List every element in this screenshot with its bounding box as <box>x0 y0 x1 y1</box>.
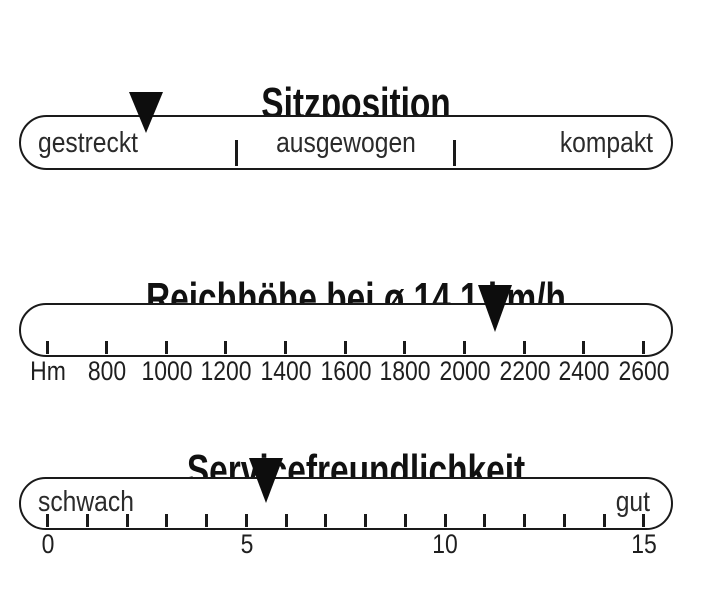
scale-tick <box>245 514 248 527</box>
scale-tick <box>165 514 168 527</box>
axis-label-1400: 1400 <box>260 356 312 386</box>
zone-divider-tick <box>453 140 456 166</box>
scale-tick <box>46 341 49 354</box>
end-label-gut: gut <box>615 486 650 518</box>
axis-label-0: 0 <box>41 529 55 559</box>
axis-label-2600: 2600 <box>618 356 670 386</box>
axis-label-800: 800 <box>87 356 127 386</box>
scale-tick <box>463 341 466 354</box>
scale-tick <box>444 514 447 527</box>
end-label-schwach: schwach <box>38 486 134 518</box>
axis-label-2000: 2000 <box>439 356 491 386</box>
scale-tick <box>404 514 407 527</box>
scale-tick <box>205 514 208 527</box>
gauge-track-sitzposition <box>19 115 673 170</box>
zone-label-kompakt: kompakt <box>559 127 653 159</box>
axis-label-15: 15 <box>631 529 657 559</box>
scale-tick <box>364 514 367 527</box>
scale-tick <box>224 341 227 354</box>
zone-divider-tick <box>235 140 238 166</box>
axis-label-2200: 2200 <box>499 356 551 386</box>
scale-tick <box>46 514 49 527</box>
axis-label-2400: 2400 <box>558 356 610 386</box>
scale-tick <box>284 341 287 354</box>
scale-tick <box>285 514 288 527</box>
scale-tick <box>603 514 606 527</box>
axis-label-5: 5 <box>240 529 254 559</box>
axis-label-10: 10 <box>432 529 458 559</box>
scale-tick <box>523 514 526 527</box>
axis-label-hm: Hm <box>30 356 66 386</box>
scale-tick <box>324 514 327 527</box>
scale-tick <box>344 341 347 354</box>
axis-label-1000: 1000 <box>141 356 193 386</box>
zone-label-gestreckt: gestreckt <box>38 127 139 159</box>
scale-tick <box>563 514 566 527</box>
scale-tick <box>403 341 406 354</box>
scale-tick <box>523 341 526 354</box>
zone-label-ausgewogen: ausgewogen <box>276 127 416 159</box>
axis-label-1800: 1800 <box>379 356 431 386</box>
scale-tick <box>483 514 486 527</box>
scale-tick <box>105 341 108 354</box>
scale-tick <box>642 341 645 354</box>
scale-tick <box>582 341 585 354</box>
scale-tick <box>165 341 168 354</box>
axis-label-1200: 1200 <box>200 356 252 386</box>
scale-tick <box>642 514 645 527</box>
scale-tick <box>86 514 89 527</box>
scale-tick <box>126 514 129 527</box>
axis-label-1600: 1600 <box>320 356 372 386</box>
